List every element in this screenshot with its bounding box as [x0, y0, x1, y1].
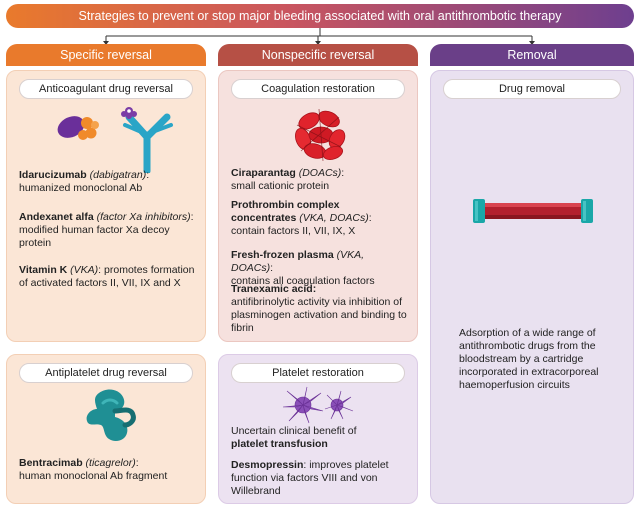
coagulation-restoration-title: Coagulation restoration: [231, 79, 405, 99]
haemoperfusion-cartridge-icon: [473, 199, 593, 223]
monoclonal-antibody-icon: [121, 107, 173, 173]
platelet-transfusion-note: Uncertain clinical benefit of platelet t…: [231, 425, 357, 450]
prothrombin-complex-entry: Prothrombin complex concentrates (VKA, D…: [231, 199, 372, 237]
antiplatelet-reversal-title: Antiplatelet drug reversal: [19, 363, 193, 383]
idarucizumab-entry: Idarucizumab (dabigatran): humanized mon…: [19, 169, 150, 194]
bentracimab-entry: Bentracimab (ticagrelor): human monoclon…: [19, 457, 168, 482]
desmopressin-entry: Desmopressin: improves platelet function…: [231, 459, 389, 497]
activated-platelet-icon: [282, 386, 354, 424]
platelet-restoration-title: Platelet restoration: [231, 363, 405, 383]
andexanet-alfa-entry: Andexanet alfa (factor Xa inhibitors): m…: [19, 211, 194, 249]
removal-header: Removal: [430, 44, 634, 66]
specific-reversal-header: Specific reversal: [6, 44, 206, 66]
anticoagulant-reversal-panel: Anticoagulant drug reversal Idarucizumab…: [6, 70, 206, 342]
fresh-frozen-plasma-entry: Fresh-frozen plasma (VKA, DOACs): contai…: [231, 249, 375, 287]
drug-removal-title: Drug removal: [443, 79, 621, 99]
anticoagulant-reversal-title: Anticoagulant drug reversal: [19, 79, 193, 99]
antibody-fragment-icon: [86, 389, 136, 441]
antiplatelet-reversal-panel: Antiplatelet drug reversal Bentracimab (…: [6, 354, 206, 504]
vitamin-k-entry: Vitamin K (VKA): promotes formation of a…: [19, 264, 195, 289]
nonspecific-reversal-header: Nonspecific reversal: [218, 44, 418, 66]
diagram-title: Strategies to prevent or stop major blee…: [6, 4, 634, 28]
ciraparantag-entry: Ciraparantag (DOACs): small cationic pro…: [231, 167, 345, 192]
drug-removal-panel: Drug removal Adsorption of a wide range …: [430, 70, 634, 504]
platelet-restoration-panel: Platelet restoration Uncertain clinical …: [218, 354, 418, 504]
coagulation-restoration-panel: Coagulation restoration Ciraparantag (DO…: [218, 70, 418, 342]
dabigatran-antibody-binding-icon: [57, 116, 99, 140]
drug-removal-description: Adsorption of a wide range of antithromb…: [459, 327, 599, 391]
tranexamic-acid-entry: Tranexamic acid: antifibrinolytic activi…: [231, 283, 407, 334]
banner-connectors: [103, 28, 535, 45]
blood-clot-icon: [295, 108, 346, 162]
